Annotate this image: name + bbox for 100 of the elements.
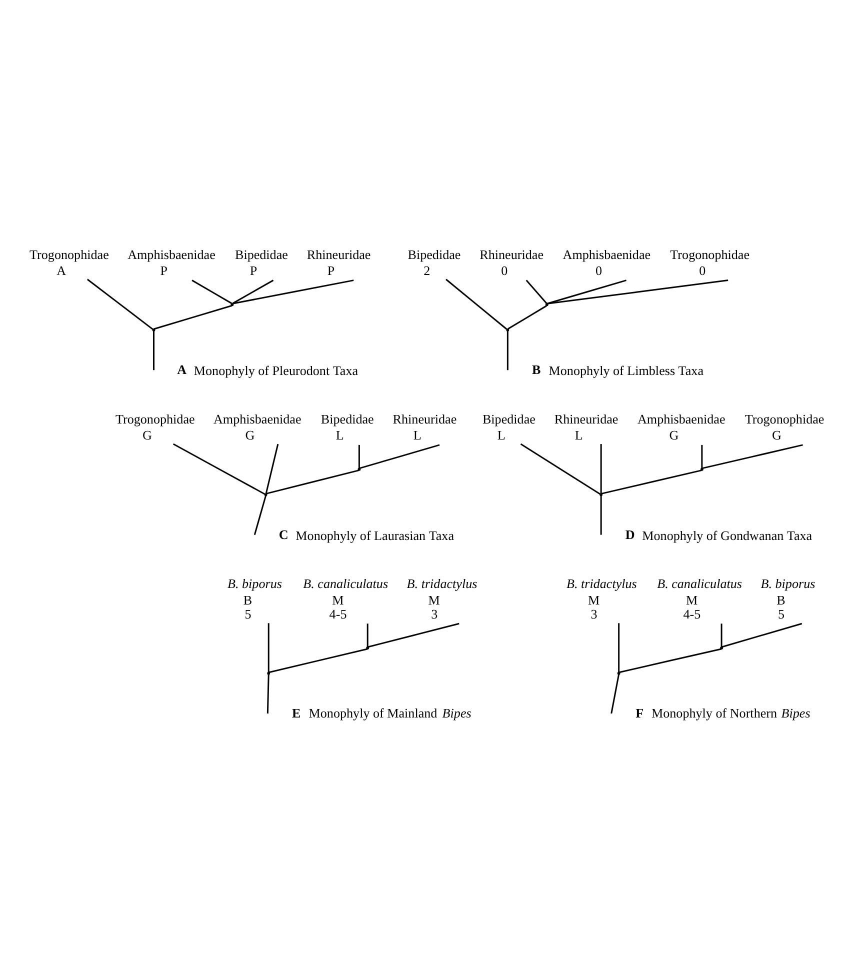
node-text: Bipedidae (408, 246, 461, 262)
node-label: 2 (424, 262, 430, 278)
connector (266, 469, 360, 494)
node-label: M (428, 592, 440, 608)
node-text: Trogonophidae (744, 411, 824, 426)
node-point (264, 492, 268, 496)
node-point (545, 302, 548, 306)
node-label: 4-5 (683, 606, 701, 622)
connector (265, 443, 279, 494)
connector (366, 623, 368, 646)
label: Monophyly of Northern Bipes (652, 705, 810, 720)
label: Monophyly of Laurasian Taxa (296, 527, 454, 542)
node-point (267, 671, 270, 674)
connector (153, 330, 154, 370)
node-label: 5 (244, 606, 252, 622)
node-point (358, 467, 361, 470)
node-label: L (497, 427, 506, 442)
label: B (532, 362, 541, 377)
connector (506, 330, 508, 370)
node-label: L (574, 427, 583, 442)
node-label: M (588, 592, 600, 608)
node-label: B (776, 592, 786, 608)
node-label: M (686, 592, 698, 608)
label: Monophyly of Limbless Taxa (548, 362, 704, 378)
node-text: Bipedidae (320, 411, 374, 426)
label: Monophyly of Pleurodont Taxa (194, 362, 358, 378)
node-label: P (327, 262, 335, 278)
label: C (278, 526, 288, 542)
connector (508, 304, 547, 329)
node-label: M (332, 592, 344, 608)
connector (358, 444, 360, 468)
connector (359, 444, 440, 469)
connector (722, 622, 802, 648)
node-label: A (56, 262, 66, 278)
node-label: 0 (595, 262, 602, 278)
node-text: Trogonophidae (670, 246, 750, 262)
node-text: Rhineuridae (306, 246, 371, 262)
connector (254, 495, 266, 534)
node-text: Amphisbaenidae (214, 411, 302, 426)
node-text: Amphisbaenidae (128, 246, 216, 262)
node-label: P (250, 262, 258, 278)
connector (268, 622, 270, 672)
node-text: Rhineuridae (392, 411, 457, 426)
connector (618, 648, 722, 673)
label: F (636, 705, 644, 720)
label: Monophyly of Gondwanan Taxa (642, 527, 812, 542)
connector (526, 279, 548, 304)
label: A (177, 362, 187, 377)
node-text: B. tridactylus (566, 575, 637, 590)
connector (154, 304, 232, 330)
node-text: B. biporus (760, 575, 816, 590)
node-label: 5 (778, 606, 785, 622)
node-label: 0 (501, 262, 508, 278)
node-text: Trogonophidae (30, 246, 109, 262)
node-text: B. canaliculatus (657, 575, 742, 590)
node-label: 4-5 (329, 606, 347, 622)
node-point (600, 492, 603, 496)
node-text: Amphisbaenidae (562, 246, 651, 262)
connector (446, 278, 508, 330)
node-text: Rhineuridae (554, 411, 618, 426)
connector (720, 623, 722, 646)
node-point (152, 328, 156, 331)
connector (520, 442, 601, 494)
connector (173, 442, 266, 494)
label: Monophyly of Mainland Bipes (308, 705, 472, 720)
node-point (230, 302, 234, 306)
connector (268, 648, 368, 673)
node-label: L (336, 427, 344, 442)
node-point (700, 467, 704, 470)
connector (701, 444, 703, 468)
connector (368, 622, 460, 648)
node-label: G (669, 427, 679, 442)
node-text: Bipedidae (482, 411, 536, 426)
label: D (625, 526, 635, 542)
connector (702, 444, 803, 469)
connector (600, 444, 602, 493)
connector (232, 279, 354, 304)
node-label: 3 (590, 606, 598, 622)
node-label: G (245, 427, 255, 442)
node-label: 0 (699, 262, 706, 278)
connector (610, 674, 620, 714)
node-text: B. canaliculatus (303, 575, 388, 590)
node-label: L (413, 427, 422, 442)
node-point (720, 646, 724, 649)
connector (546, 279, 626, 304)
node-label: B (243, 592, 252, 608)
node-text: Trogonophidae (115, 411, 195, 426)
connector (547, 279, 728, 304)
connector (600, 495, 602, 534)
node-label: G (142, 427, 152, 442)
connector (192, 279, 232, 304)
node-point (506, 328, 510, 331)
node-text: Amphisbaenidae (637, 411, 726, 426)
connector (86, 278, 154, 330)
connector (618, 622, 620, 672)
node-label: G (772, 427, 782, 442)
label: E (292, 705, 301, 720)
node-text: Rhineuridae (480, 246, 544, 262)
connector (601, 469, 702, 494)
node-text: Bipedidae (234, 246, 288, 262)
